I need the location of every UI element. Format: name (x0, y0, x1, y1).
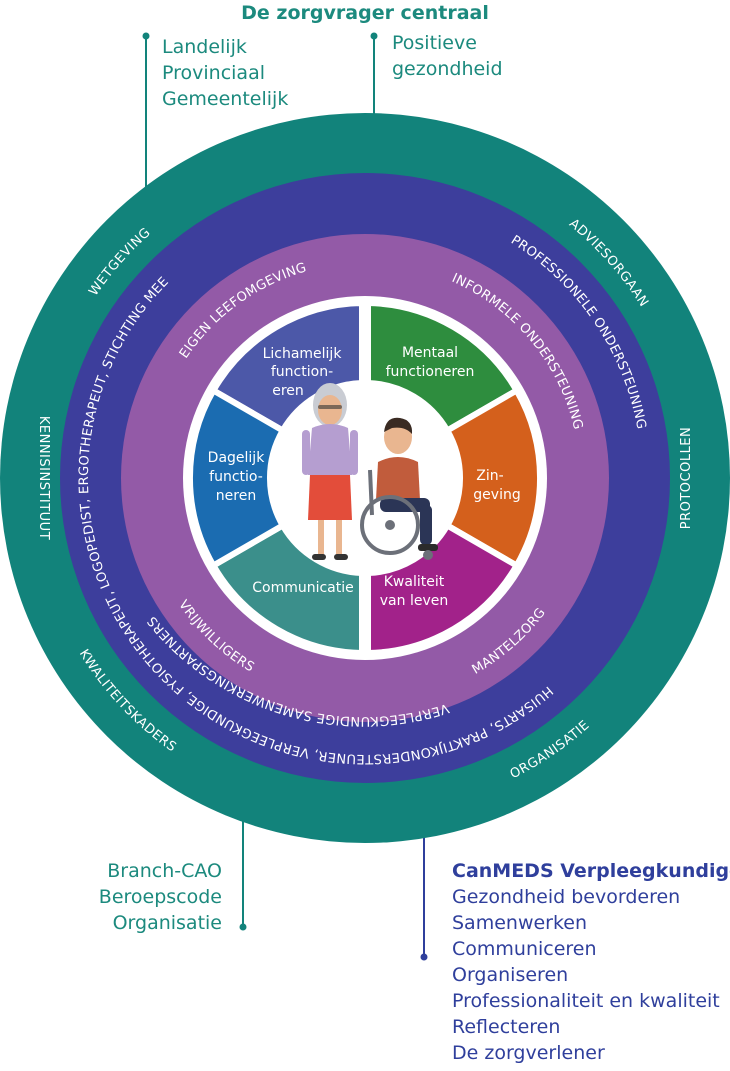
segment-label-kwaliteit-2: van leven (380, 593, 448, 609)
list-item: Organisatie (112, 912, 222, 934)
top-right-list: Positieve gezondheid (392, 30, 503, 82)
list-item: Reflecteren (452, 1016, 561, 1038)
segment-label-communicatie: Communicatie (252, 580, 354, 596)
list-item: Provinciaal (162, 62, 265, 84)
segment-label-lichamelijk-1: Lichamelijk (263, 346, 343, 362)
page-title: De zorgvrager centraal (241, 2, 489, 24)
segment-dagelijk (187, 386, 287, 570)
top-left-list: Landelijk Provinciaal Gemeentelijk (162, 34, 288, 112)
segment-label-dagelijk-3: neren (216, 488, 256, 504)
segment-lichamelijk (209, 299, 365, 435)
wheelchair-man-figure (360, 417, 438, 560)
list-item: Professionaliteit en kwaliteit (452, 990, 720, 1012)
segment-mentaal (365, 299, 521, 435)
segment-label-mentaal-1: Mentaal (402, 345, 458, 361)
bottom-right-list: CanMEDS Verpleegkundige Gezondheid bevor… (452, 858, 730, 1066)
segment-label-dagelijk-2: functio- (209, 469, 263, 485)
list-item: Positieve (392, 32, 477, 54)
list-item: De zorgverlener (452, 1042, 605, 1064)
bottom-left-list: Branch-CAO Beroepscode Organisatie (99, 858, 222, 936)
segment-label-dagelijk-1: Dagelijk (208, 450, 266, 466)
segment-labels: Lichamelijk function- eren Mentaal funct… (208, 345, 521, 609)
segment-communicatie (209, 521, 365, 657)
segment-label-zingeving-2: geving (473, 487, 520, 503)
canmeds-heading: CanMEDS Verpleegkundige (452, 860, 730, 882)
segment-label-zingeving-1: Zin- (476, 468, 503, 484)
list-item: Gemeentelijk (162, 88, 289, 110)
connector-dot (239, 923, 247, 931)
outer-label-protocollen: PROTOCOLLEN (679, 427, 694, 530)
list-item: Beroepscode (98, 886, 222, 908)
connector-dot (370, 32, 378, 40)
list-item: Branch-CAO (107, 860, 222, 882)
list-item: Gezondheid bevorderen (452, 886, 681, 908)
list-item: gezondheid (392, 58, 503, 80)
segment-label-lichamelijk-2: function- (271, 364, 333, 380)
elderly-woman-figure (302, 383, 358, 560)
connector-dot (142, 32, 150, 40)
segment-label-kwaliteit-1: Kwaliteit (384, 574, 445, 590)
list-item: Communiceren (452, 938, 597, 960)
list-item: Organiseren (452, 964, 569, 986)
connector-dot (420, 953, 428, 961)
list-item: Samenwerken (452, 912, 588, 934)
list-item: Landelijk (162, 36, 247, 58)
segment-label-lichamelijk-3: eren (272, 383, 304, 399)
outer-label-kennisinstituut: KENNISINSTITUUT (36, 416, 51, 540)
segment-label-mentaal-2: functioneren (386, 364, 475, 380)
